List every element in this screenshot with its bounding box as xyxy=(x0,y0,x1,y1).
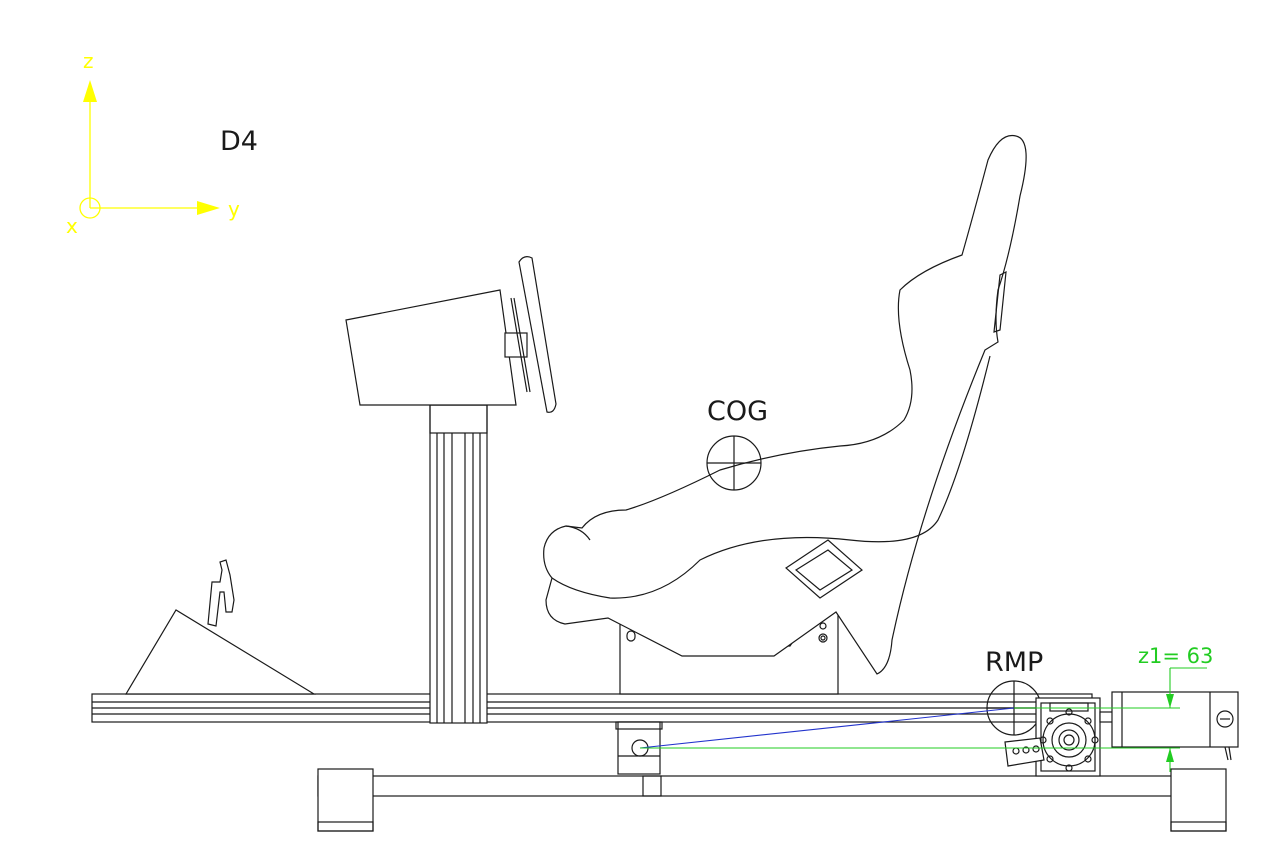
pedal-base xyxy=(124,609,317,695)
cog-label: COG xyxy=(707,396,768,427)
cog-marker xyxy=(706,435,762,491)
z-axis-arrow xyxy=(83,80,97,102)
y-axis-label: y xyxy=(228,197,240,221)
axis-indicator: z y x xyxy=(66,49,240,238)
wheel-rim xyxy=(518,256,557,413)
rmp-label: RMP xyxy=(985,647,1043,678)
pedal xyxy=(207,559,235,627)
link-line xyxy=(639,707,1015,749)
right-foot xyxy=(1170,768,1227,832)
harness-slot xyxy=(785,539,863,599)
gearbox-flange xyxy=(1042,713,1096,767)
dimension-z1 xyxy=(640,667,1207,772)
dimension-label: z1= 63 xyxy=(1138,644,1213,668)
wheel-base-box xyxy=(345,289,517,406)
z-axis-label: z xyxy=(83,49,94,73)
left-foot xyxy=(317,768,374,832)
motor-body xyxy=(1111,691,1239,748)
y-axis-arrow xyxy=(197,201,220,215)
base-beam xyxy=(317,775,1224,797)
actuator xyxy=(1004,691,1239,777)
lever-arm xyxy=(1004,737,1045,767)
main-rail xyxy=(91,693,1093,723)
view-label: D4 xyxy=(220,126,258,157)
steering-wheel xyxy=(504,256,557,413)
base-frame xyxy=(317,768,1227,832)
bucket-seat xyxy=(543,134,1027,675)
steering-post xyxy=(429,404,488,724)
x-axis-origin xyxy=(79,197,101,219)
x-axis-label: x xyxy=(66,214,78,238)
pedal-assembly xyxy=(124,559,317,695)
